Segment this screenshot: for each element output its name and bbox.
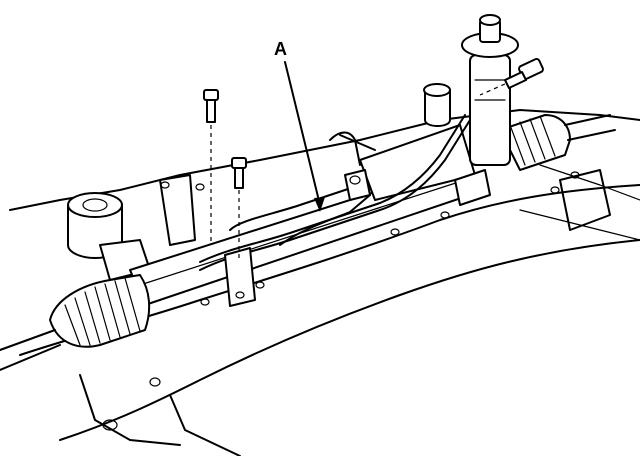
- right-bellows-boot: [499, 114, 616, 171]
- bolt-center: [231, 157, 247, 260]
- left-bellows-boot: [0, 274, 151, 371]
- callout-a-label: A: [274, 39, 287, 59]
- center-bushing: [423, 83, 451, 127]
- mounting-brackets: [159, 169, 491, 307]
- callout-a: A: [274, 39, 325, 212]
- subframe-holes: [102, 171, 580, 431]
- pinion-valve-housing: [461, 14, 519, 166]
- bolt-right: [479, 57, 544, 96]
- bolt-left: [203, 89, 219, 245]
